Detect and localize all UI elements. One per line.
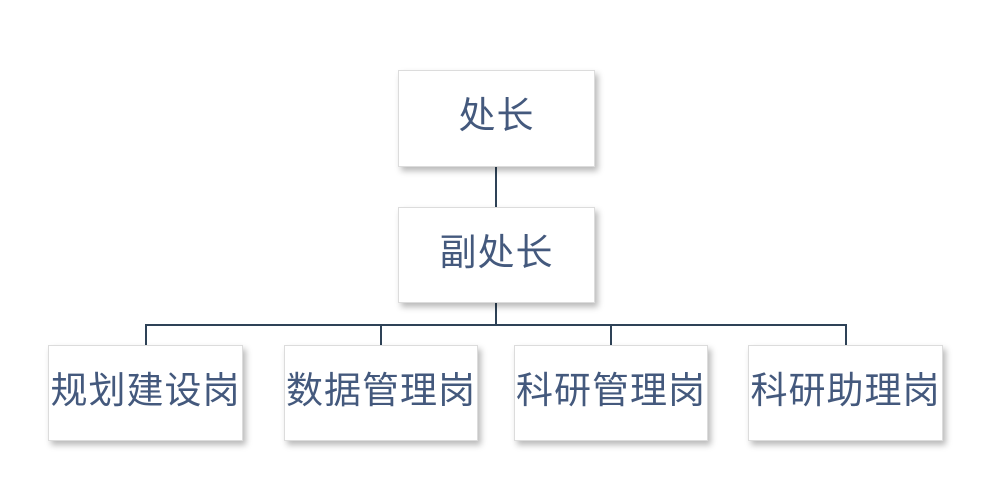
connector-drop-research-management — [610, 324, 612, 345]
org-node-research-management-post-label: 科研管理岗 — [516, 369, 706, 411]
org-node-director-label: 处长 — [458, 95, 535, 136]
org-node-director: 处长 — [398, 70, 595, 167]
connector-deputy-stem — [495, 303, 497, 325]
org-node-deputy-director: 副处长 — [398, 207, 595, 303]
connector-drop-data-management — [380, 324, 382, 345]
org-node-research-management-post: 科研管理岗 — [514, 345, 708, 441]
org-node-planning-post: 规划建设岗 — [48, 345, 243, 441]
connector-crossbar — [145, 324, 847, 326]
connector-drop-research-assistant — [845, 324, 847, 345]
org-node-planning-post-label: 规划建设岗 — [50, 369, 241, 411]
org-node-research-assistant-post: 科研助理岗 — [748, 345, 943, 441]
org-node-data-management-post-label: 数据管理岗 — [286, 369, 476, 411]
org-node-data-management-post: 数据管理岗 — [284, 345, 478, 441]
org-node-research-assistant-post-label: 科研助理岗 — [750, 369, 941, 411]
org-node-deputy-director-label: 副处长 — [439, 231, 554, 273]
connector-director-to-deputy — [495, 167, 497, 207]
connector-drop-planning — [145, 324, 147, 345]
